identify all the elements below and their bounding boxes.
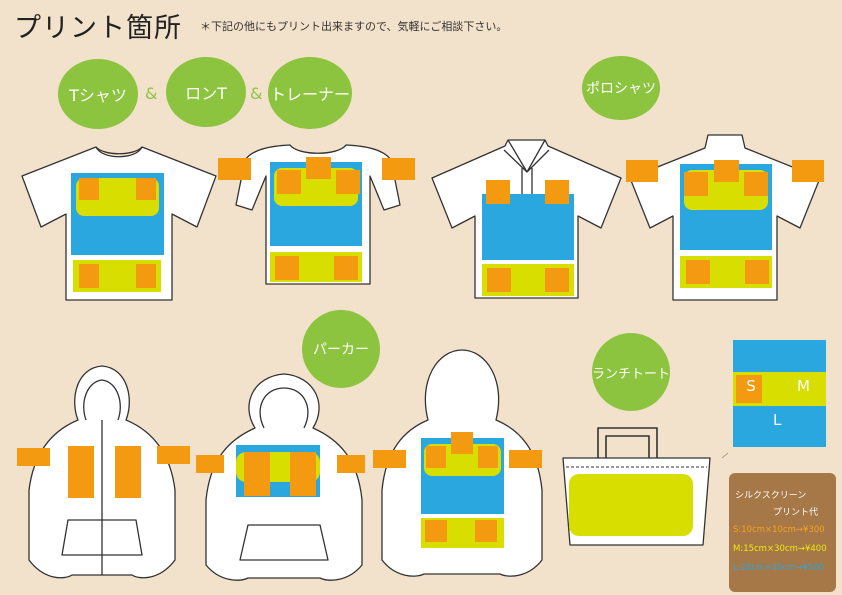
category-label-parka: パーカー	[313, 342, 369, 358]
price-m: M:15cm×30cm→¥400	[733, 544, 827, 554]
category-bubble-polo: ポロシャツ	[582, 56, 660, 120]
category-bubble-parka: パーカー	[302, 310, 380, 388]
legend-m-label: M	[797, 377, 810, 395]
page-title: プリント箇所	[14, 13, 182, 44]
polo-front-collar	[503, 139, 550, 173]
legend-s-label: S	[746, 377, 756, 395]
parka-pullover-pocket	[239, 524, 329, 561]
parka-front-hood	[83, 379, 121, 421]
category-label-trainer: トレーナー	[269, 85, 350, 104]
category-bubble-longt: ロンT	[166, 57, 246, 127]
price-l: L:28cm×35cm→¥500	[733, 563, 825, 573]
category-bubble-trainer: トレーナー	[268, 57, 352, 129]
ampersand-2: &	[250, 84, 263, 103]
page-note: ＊下記の他にもプリント出来ますので、気軽にご相談下さい。	[200, 20, 508, 33]
ampersand-1: &	[145, 84, 158, 103]
parka-pullover-hood	[259, 387, 309, 429]
price-subtitle: プリント代	[773, 508, 819, 518]
price-s: S:10cm×10cm→¥300	[733, 525, 825, 535]
parka-front-pocket	[61, 519, 143, 556]
category-bubble-tshirt: Tシャツ	[58, 59, 138, 129]
legend-l-label: L	[773, 411, 782, 429]
price-box: シルクスクリーン プリント代 S:10cm×10cm→¥300 M:15cm×3…	[729, 473, 836, 592]
category-label-lunch-tote: ランチトート	[592, 366, 671, 382]
price-title: シルクスクリーン	[735, 491, 807, 501]
category-label-polo: ポロシャツ	[586, 81, 656, 97]
category-label-tshirt: Tシャツ	[69, 86, 127, 105]
tshirt-collar	[95, 146, 143, 155]
category-label-longt: ロンT	[185, 84, 227, 103]
category-bubble-lunch-tote: ランチトート	[592, 333, 670, 411]
tote-handle	[597, 427, 658, 458]
